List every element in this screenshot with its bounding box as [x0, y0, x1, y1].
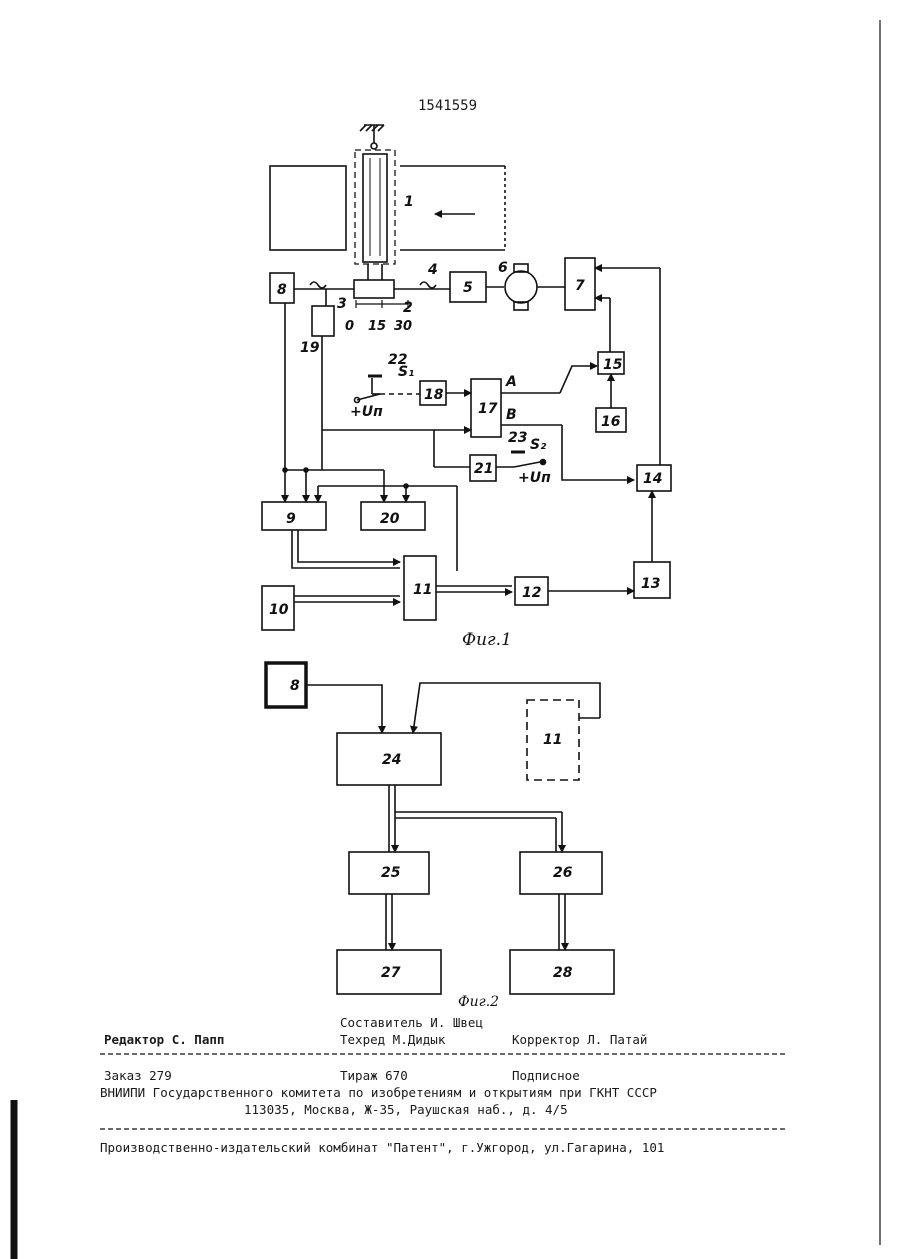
fig1-caption: Фиг.1 — [462, 630, 512, 650]
fig2-label-11: 11 — [543, 732, 562, 748]
fig1-label-9: 9 — [286, 511, 296, 527]
address: 113035, Москва, Ж-35, Раушская наб., д. … — [244, 1102, 568, 1117]
order: Заказ 279 — [104, 1068, 172, 1083]
fig1-label-11: 11 — [413, 582, 432, 598]
switch1-supply: +Uп — [350, 404, 383, 420]
fig1-label-18: 18 — [424, 387, 444, 403]
fig1-label-1: 1 — [404, 194, 414, 210]
scale-mark-0: 0 — [345, 319, 354, 334]
scale-mark-15: 15 — [368, 319, 386, 334]
circulation: Тираж 670 — [340, 1068, 408, 1083]
scale-mark-30: 30 — [394, 319, 412, 334]
compiler: Составитель И. Швец — [340, 1015, 483, 1030]
fig1-label-3: 3 — [337, 296, 347, 312]
publisher: Производственно-издательский комбинат "П… — [100, 1140, 664, 1155]
switch1-label: S₁ — [398, 364, 414, 380]
fig2-label-8: 8 — [290, 678, 300, 694]
fig1-label-8: 8 — [277, 282, 287, 298]
fig1-label-19: 19 — [300, 340, 320, 356]
fig1-label-6: 6 — [498, 260, 508, 276]
fig1-label-15: 15 — [603, 357, 623, 373]
fig1-label-16: 16 — [601, 414, 621, 430]
fig2-label-25: 25 — [381, 865, 401, 881]
techred: Техред М.Дидык — [340, 1032, 445, 1047]
fig2-label-27: 27 — [381, 965, 401, 981]
fig2-label-28: 28 — [553, 965, 573, 981]
fig2-label-24: 24 — [382, 752, 401, 768]
subscription: Подписное — [512, 1068, 580, 1083]
switch2-supply: +Uп — [518, 470, 551, 486]
fig1-label-14: 14 — [643, 471, 662, 487]
switch2-number: 23 — [508, 430, 527, 446]
fig1-label-17: 17 — [478, 401, 498, 417]
fig1-label-21: 21 — [474, 461, 493, 477]
fig1-label-20: 20 — [380, 511, 400, 527]
fig1-label-13: 13 — [641, 576, 660, 592]
fig1-label-12: 12 — [522, 585, 541, 601]
fig1-label-7: 7 — [575, 278, 585, 294]
output-a-label: А — [506, 374, 517, 390]
editor: Редактор С. Папп — [104, 1032, 224, 1047]
fig2-label-26: 26 — [553, 865, 573, 881]
fig1-label-5: 5 — [463, 280, 473, 296]
switch2-label: S₂ — [530, 437, 546, 453]
fig1-label-2: 2 — [403, 300, 413, 316]
institute: ВНИИПИ Государственного комитета по изоб… — [100, 1085, 657, 1100]
output-b-label: В — [506, 407, 517, 423]
fig1-label-4: 4 — [427, 262, 438, 278]
corrector: Корректор Л. Патай — [512, 1032, 647, 1047]
fig2-caption: Фиг.2 — [458, 994, 499, 1010]
fig1-label-10: 10 — [269, 602, 289, 618]
